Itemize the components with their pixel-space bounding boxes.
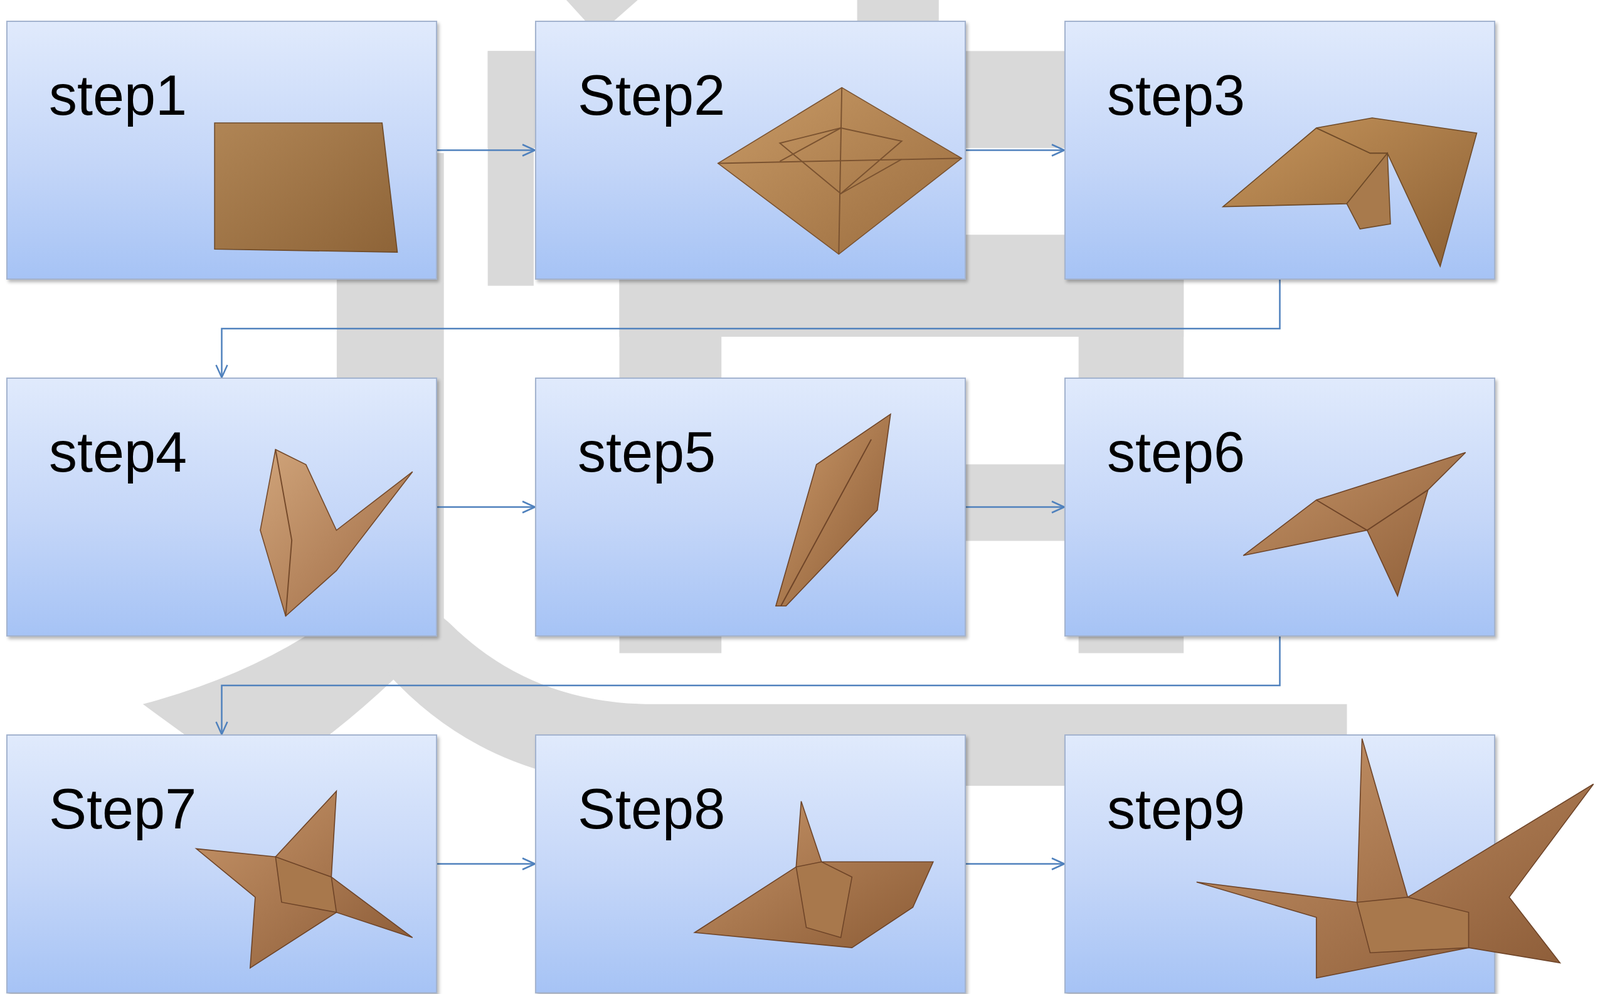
arrow-line	[965, 863, 1065, 865]
arrow-head	[1051, 144, 1065, 157]
copper-fold-photo	[7, 735, 436, 993]
copper-crane-photo	[1065, 735, 1495, 993]
arrow-line	[437, 863, 536, 865]
step-box: step5	[535, 377, 966, 637]
step-label: step6	[1107, 420, 1246, 486]
step-box: step9	[1064, 734, 1496, 994]
step-label: step4	[48, 420, 187, 486]
flow-arrow	[437, 858, 536, 870]
arrow-line	[222, 279, 1281, 378]
step-label: step9	[1107, 777, 1246, 843]
copper-fold-photo	[7, 378, 436, 636]
copper-fold-photo	[1065, 21, 1495, 279]
step-label: step3	[1107, 63, 1246, 129]
step-box: Step2	[535, 20, 966, 280]
arrow-head	[1051, 858, 1065, 870]
arrow-head	[216, 365, 228, 378]
arrow-line	[437, 149, 536, 152]
step-box: step6	[1064, 377, 1496, 637]
step-box: step1	[6, 20, 438, 280]
copper-sheet-photo	[7, 21, 436, 279]
flow-arrow	[437, 144, 536, 157]
step-label: step5	[577, 420, 716, 486]
copper-fold-photo	[536, 735, 965, 993]
flow-arrow	[437, 501, 536, 514]
arrow-head	[522, 501, 536, 514]
step-label: Step8	[577, 777, 726, 843]
step-box: Step7	[6, 734, 438, 994]
arrow-line	[965, 506, 1065, 509]
arrow-head	[216, 721, 228, 735]
step-box: step3	[1064, 20, 1496, 280]
flow-arrow	[965, 501, 1065, 514]
step-label: Step2	[577, 63, 726, 129]
step-label: step1	[48, 63, 187, 129]
flow-arrow	[216, 279, 1281, 378]
arrow-head	[1051, 501, 1065, 514]
arrow-line	[437, 506, 536, 509]
arrow-head	[522, 858, 536, 870]
copper-base-fold-photo	[536, 21, 965, 279]
arrow-head	[522, 144, 536, 157]
copper-fold-photo	[1065, 378, 1495, 636]
step-label: Step7	[48, 777, 197, 843]
arrow-line	[222, 636, 1281, 735]
step-box: Step8	[535, 734, 966, 994]
flow-arrow	[965, 144, 1065, 157]
flow-arrow	[965, 858, 1065, 870]
arrow-line	[965, 149, 1065, 152]
flow-arrow	[216, 636, 1281, 735]
copper-fold-photo	[536, 378, 965, 636]
step-box: step4	[6, 377, 438, 637]
